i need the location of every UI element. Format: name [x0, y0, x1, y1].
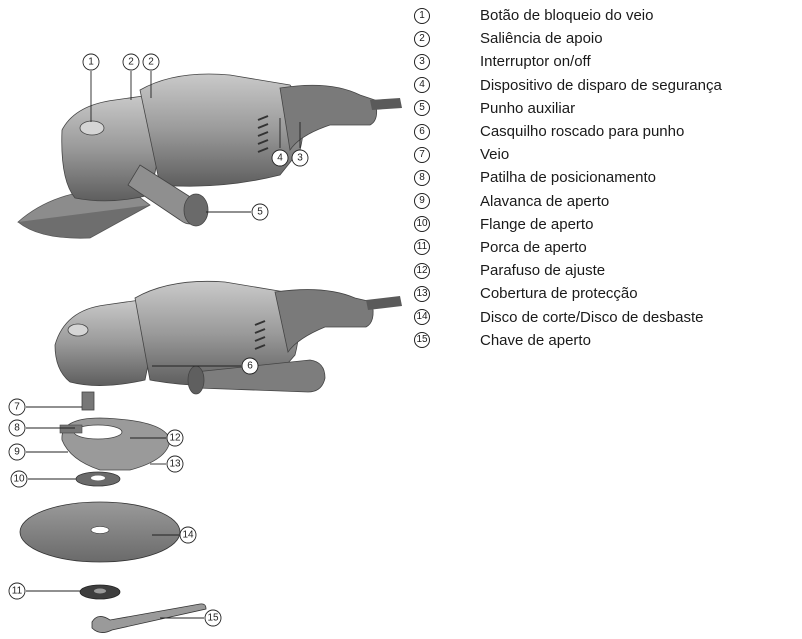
legend-number: 5 — [414, 100, 430, 117]
legend-number: 6 — [414, 123, 430, 140]
svg-text:8: 8 — [14, 423, 20, 434]
callout-4 — [271, 149, 289, 167]
callout-2a — [122, 53, 140, 71]
rear-handle — [279, 84, 378, 152]
callout-7 — [8, 398, 26, 416]
legend-text: Porca de aperto — [480, 238, 587, 256]
legend-number: 1 — [414, 7, 430, 24]
callout-5 — [251, 203, 269, 221]
legend-item: 3 Interruptor on/off — [410, 50, 802, 73]
callout-9 — [8, 443, 26, 461]
svg-text:5: 5 — [257, 207, 263, 218]
svg-text:2: 2 — [128, 57, 134, 68]
legend-number: 15 — [414, 332, 430, 349]
legend-number: 14 — [414, 309, 430, 326]
svg-text:3: 3 — [297, 153, 303, 164]
callout-13 — [166, 455, 184, 473]
legend-item: 7 Veio — [410, 143, 802, 166]
callout-11 — [8, 582, 26, 600]
legend-text: Veio — [480, 146, 510, 164]
svg-text:14: 14 — [182, 530, 194, 541]
callout-8 — [8, 419, 26, 437]
legend-item: 12 Parafuso de ajuste — [410, 259, 802, 282]
legend-item: 11 Porca de aperto — [410, 236, 802, 259]
callout-1 — [82, 53, 100, 71]
legend-text: Chave de aperto — [480, 331, 591, 349]
legend-item: 4 Dispositivo de disparo de segurança — [410, 74, 802, 97]
svg-text:12: 12 — [169, 433, 181, 444]
legend-number: 7 — [414, 146, 430, 163]
legend-number: 10 — [414, 216, 430, 233]
svg-text:2: 2 — [148, 57, 154, 68]
callout-3 — [291, 149, 309, 167]
legend-text: Parafuso de ajuste — [480, 262, 606, 280]
legend-item: 15 Chave de aperto — [410, 329, 802, 352]
legend-item: 14 Disco de corte/Disco de desbaste — [410, 305, 802, 328]
callout-2b — [142, 53, 160, 71]
legend-number: 11 — [414, 239, 430, 256]
svg-text:6: 6 — [247, 361, 253, 372]
legend-number: 3 — [414, 53, 430, 70]
legend-item: 6 Casquilho roscado para punho — [410, 120, 802, 143]
spanner-wrench — [91, 603, 207, 633]
svg-text:4: 4 — [277, 153, 283, 164]
callout-6 — [241, 357, 259, 375]
legend-item: 10 Flange de aperto — [410, 213, 802, 236]
callout-12 — [166, 429, 184, 447]
grinder-assembled — [17, 73, 402, 239]
motor-body — [139, 73, 304, 187]
callout-15 — [204, 609, 222, 627]
legend-text: Flange de aperto — [480, 215, 594, 233]
legend-number: 4 — [414, 77, 430, 94]
callout-10 — [10, 470, 28, 488]
legend-text: Patilha de posicionamento — [480, 169, 656, 187]
callout-labels: 1 2 2 4 3 5 6 7 8 9 10 12 13 14 11 15 — [12, 57, 303, 624]
svg-text:13: 13 — [169, 459, 181, 470]
legend-item: 5 Punho auxiliar — [410, 97, 802, 120]
legend-text: Cobertura de protecção — [480, 285, 638, 303]
svg-text:7: 7 — [14, 402, 20, 413]
legend-number: 13 — [414, 285, 430, 302]
svg-text:15: 15 — [207, 613, 219, 624]
legend-number: 12 — [414, 262, 430, 279]
svg-text:9: 9 — [14, 447, 20, 458]
legend-text: Alavanca de aperto — [480, 192, 610, 210]
legend-item: 8 Patilha de posicionamento — [410, 166, 802, 189]
legend-text: Botão de bloqueio do veio — [480, 7, 654, 25]
svg-text:1: 1 — [88, 57, 94, 68]
aux-handle-separate — [194, 359, 326, 393]
legend-text: Saliência de apoio — [480, 30, 603, 48]
spindle — [81, 391, 95, 411]
legend-item: 13 Cobertura de protecção — [410, 282, 802, 305]
legend-text: Disco de corte/Disco de desbaste — [480, 308, 704, 326]
legend-number: 8 — [414, 169, 430, 186]
legend-item: 1 Botão de bloqueio do veio — [410, 4, 802, 27]
legend-text: Dispositivo de disparo de segurança — [480, 76, 722, 94]
legend-text: Casquilho roscado para punho — [480, 123, 685, 141]
callouts — [8, 53, 309, 627]
legend-number: 9 — [414, 193, 430, 210]
legend-item: 2 Saliência de apoio — [410, 27, 802, 50]
svg-text:10: 10 — [13, 474, 25, 485]
legend-text: Interruptor on/off — [480, 53, 591, 71]
callout-14 — [179, 526, 197, 544]
svg-text:11: 11 — [12, 586, 23, 597]
legend-item: 9 Alavanca de aperto — [410, 190, 802, 213]
legend-number: 2 — [414, 30, 430, 47]
grinder-exploded — [19, 280, 402, 633]
parts-legend: 1 Botão de bloqueio do veio 2 Saliência de… — [410, 4, 802, 352]
legend-text: Punho auxiliar — [480, 99, 576, 117]
angle-grinder-illustration: 1 2 2 4 3 5 6 7 8 9 10 12 13 14 11 15 — [8, 53, 402, 633]
